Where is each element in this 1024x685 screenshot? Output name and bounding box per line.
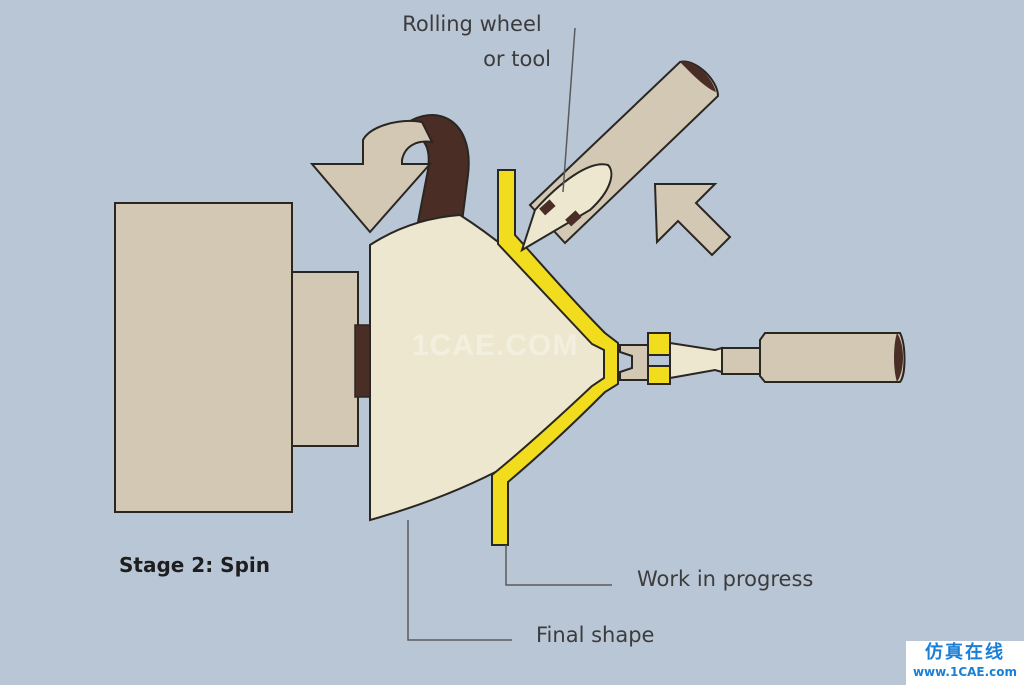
label-tool-line2: or tool xyxy=(483,47,551,71)
tool-holder-end-dark xyxy=(680,61,716,92)
workpiece-blank xyxy=(491,169,619,546)
label-tool-line1: Rolling wheel xyxy=(402,12,541,36)
label-work-in-progress: Work in progress xyxy=(637,567,813,591)
tailstock-end-dark xyxy=(894,333,903,382)
tailstock-center xyxy=(619,344,649,381)
tailstock-quill xyxy=(669,341,723,380)
final-leader-line xyxy=(407,520,512,641)
tailstock-clamp-bottom xyxy=(647,365,671,385)
label-final-shape: Final shape xyxy=(536,623,654,647)
watermark: 1CAE.COM xyxy=(412,329,578,362)
spindle-arbor xyxy=(354,324,371,398)
work-leader-line xyxy=(505,545,612,586)
site-badge: 仿真在线 www.1CAE.com xyxy=(906,641,1024,685)
rotation-arrow-icon xyxy=(309,120,434,234)
tool-leader-line xyxy=(562,27,576,193)
site-badge-url: www.1CAE.com xyxy=(912,665,1018,679)
headstock xyxy=(114,202,293,513)
rolling-wheel xyxy=(520,163,613,253)
rolling-wheel-axle-2 xyxy=(565,210,582,227)
tailstock-clamp-top xyxy=(647,332,671,356)
tailstock-neck xyxy=(721,347,761,375)
rolling-wheel-axle xyxy=(539,199,556,216)
site-badge-chinese: 仿真在线 xyxy=(925,642,1005,663)
spindle-housing xyxy=(291,271,359,447)
stage-title: Stage 2: Spin xyxy=(119,553,270,577)
feed-direction-arrow-icon xyxy=(653,183,732,257)
tailstock-body xyxy=(759,332,906,383)
